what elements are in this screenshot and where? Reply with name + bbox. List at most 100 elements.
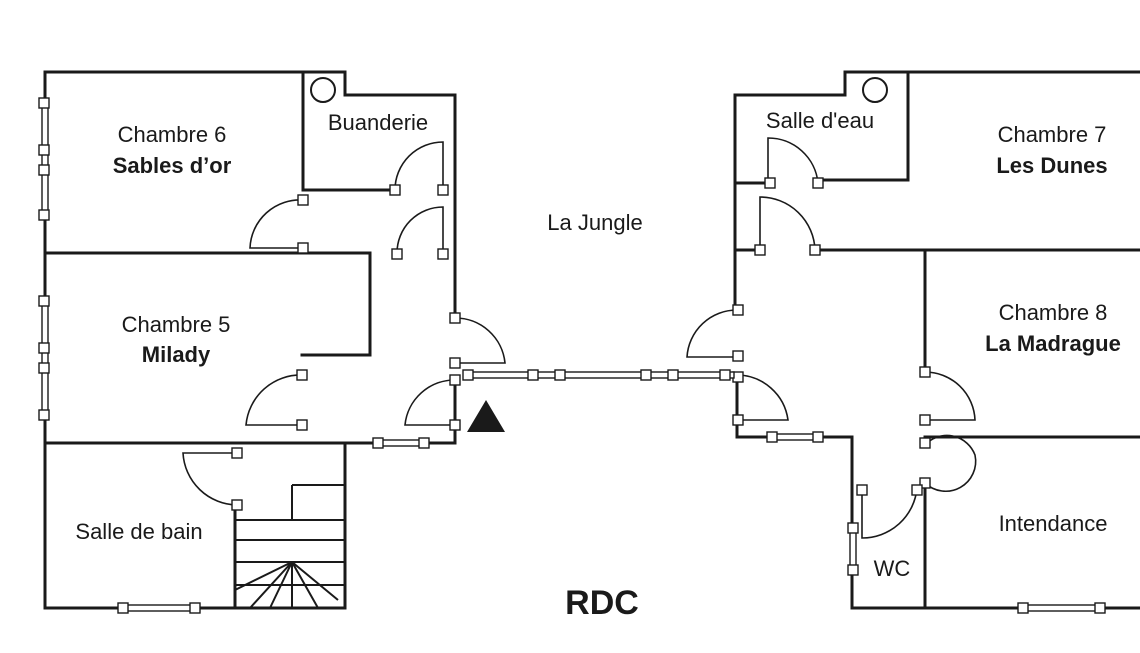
chambre5-name: Chambre 5 — [122, 312, 231, 337]
window-post — [719, 369, 731, 381]
left-flue-icon — [310, 77, 336, 103]
window-post — [38, 295, 50, 307]
chambre8-subtitle: La Madrague — [985, 331, 1121, 356]
chambre7-subtitle: Les Dunes — [996, 153, 1107, 178]
window-chambre5 — [41, 297, 49, 417]
chambre5-subtitle: Milady — [142, 342, 211, 367]
salle-de-bain-name: Salle de bain — [75, 519, 202, 544]
labels: Chambre 6 Sables d’or Buanderie La Jungl… — [75, 108, 1120, 622]
door-jungle-right — [686, 309, 738, 358]
window-post — [667, 369, 679, 381]
hinge — [449, 419, 461, 431]
hinge — [911, 484, 923, 496]
la-jungle-name: La Jungle — [547, 210, 642, 235]
window-post — [38, 97, 50, 109]
hinge — [812, 177, 824, 189]
windows — [38, 97, 1106, 614]
door-hall-upper — [396, 206, 444, 254]
salle-eau-name: Salle d'eau — [766, 108, 874, 133]
hinge — [919, 414, 931, 426]
door-hall-lower — [404, 379, 456, 426]
left-outer-wall — [43, 70, 457, 610]
hinge — [297, 242, 309, 254]
window-chambre6 — [41, 99, 49, 216]
window-post — [38, 342, 50, 354]
window-post — [527, 369, 539, 381]
door-hall-right — [736, 374, 789, 421]
hinge — [449, 312, 461, 324]
buanderie-name: Buanderie — [328, 110, 428, 135]
hinge — [297, 194, 309, 206]
intendance-name: Intendance — [999, 511, 1108, 536]
hinge — [296, 369, 308, 381]
door-salle-eau — [767, 137, 819, 184]
hinge — [732, 304, 744, 316]
hinge — [754, 244, 766, 256]
door-chambre8 — [924, 371, 976, 421]
hinge — [449, 374, 461, 386]
hinge — [296, 419, 308, 431]
chambre6-name: Chambre 6 — [118, 122, 227, 147]
chambre7-name: Chambre 7 — [998, 122, 1107, 147]
entrance-arrow-icon — [467, 400, 505, 432]
window-post — [554, 369, 566, 381]
right-outer-wall — [733, 70, 1140, 610]
hinge — [231, 499, 243, 511]
hinge — [764, 177, 776, 189]
door-intendance — [924, 434, 977, 493]
door-wc — [861, 487, 918, 539]
walls — [43, 70, 1140, 610]
window-post — [640, 369, 652, 381]
chambre6-subtitle: Sables d’or — [113, 153, 232, 178]
window-post — [812, 431, 824, 443]
window-salle-de-bain — [121, 604, 197, 612]
window-post — [38, 209, 50, 221]
window-intendance — [1021, 604, 1101, 612]
wc-name: WC — [874, 556, 911, 581]
window-post — [847, 564, 859, 576]
doors — [182, 137, 977, 539]
staircase — [234, 484, 345, 609]
door-salle-de-bain — [182, 452, 238, 506]
door-chambre6 — [249, 199, 304, 249]
hinge — [389, 184, 401, 196]
window-post — [766, 431, 778, 443]
hinge — [437, 184, 449, 196]
hinge — [919, 366, 931, 378]
hinge — [231, 447, 243, 459]
window-hall-right — [770, 433, 818, 441]
hinge — [449, 357, 461, 369]
window-post — [847, 522, 859, 534]
window-post — [38, 409, 50, 421]
door-chambre5 — [245, 374, 303, 426]
hinge — [919, 437, 931, 449]
hinge — [732, 414, 744, 426]
hinge — [391, 248, 403, 260]
door-buanderie — [394, 141, 444, 191]
buanderie-walls — [301, 70, 457, 320]
stair-treads — [234, 484, 345, 609]
chambre8-name: Chambre 8 — [999, 300, 1108, 325]
right-flue-icon — [862, 77, 888, 103]
window-central — [467, 371, 735, 379]
hinge — [732, 350, 744, 362]
hinges — [231, 177, 931, 511]
window-post — [38, 362, 50, 374]
door-jungle-left — [454, 317, 506, 364]
window-post — [418, 437, 430, 449]
hinge — [856, 484, 868, 496]
window-post — [38, 144, 50, 156]
hinge — [437, 248, 449, 260]
window-post — [1094, 602, 1106, 614]
hinge — [919, 477, 931, 489]
window-post — [189, 602, 201, 614]
window-post — [1017, 602, 1029, 614]
window-post — [38, 164, 50, 176]
hinge — [809, 244, 821, 256]
window-post — [372, 437, 384, 449]
window-hall-left — [377, 439, 425, 447]
floor-label: RDC — [565, 584, 639, 622]
door-chambre7 — [759, 196, 816, 251]
window-post — [462, 369, 474, 381]
